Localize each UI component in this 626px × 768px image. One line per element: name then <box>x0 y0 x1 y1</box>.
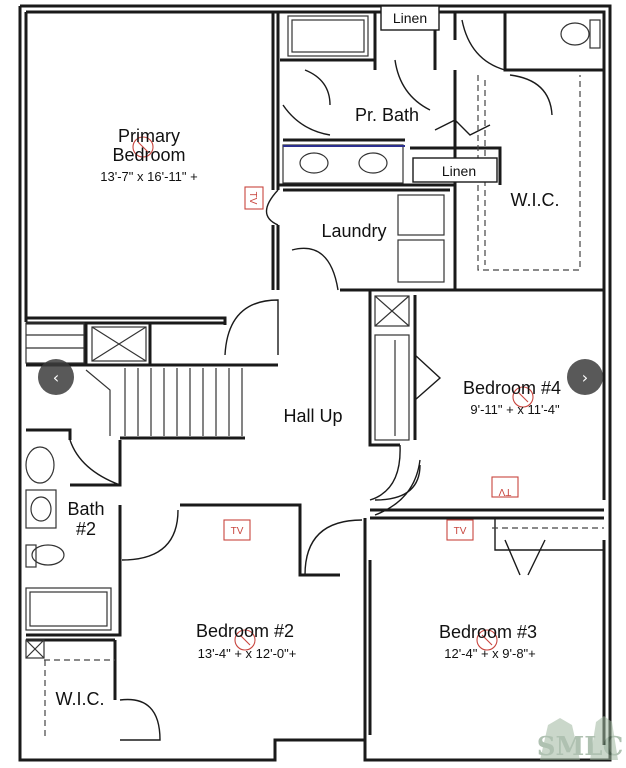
wic-right-label: W.I.C. <box>511 190 560 210</box>
bath2-label-line2: #2 <box>76 519 96 539</box>
tv-symbol-bedroom3: TV <box>446 519 474 541</box>
fan-symbol-bedroom2 <box>234 629 256 651</box>
watermark-text: SMLC <box>537 732 624 762</box>
chevron-right-icon: › <box>581 367 589 387</box>
chevron-left-icon: ‹ <box>52 367 60 387</box>
linen-top-label: Linen <box>393 10 427 26</box>
wic-left-label: W.I.C. <box>56 689 105 709</box>
exterior-walls <box>18 4 612 762</box>
fixtures <box>25 15 604 740</box>
room-labels: Primary Bedroom 13'-7" x 16'-11" + Pr. B… <box>56 5 561 709</box>
linen-mid-label: Linen <box>442 163 476 179</box>
doors <box>69 19 553 741</box>
hall-up-label: Hall Up <box>283 406 342 426</box>
bedroom3-label: Bedroom #3 <box>439 622 537 642</box>
tv-symbol-primary: TV <box>244 186 264 210</box>
previous-image-button[interactable]: ‹ <box>38 359 74 395</box>
svg-text:TV: TV <box>247 192 258 205</box>
bedroom2-dims: 13'-4" + x 12'-0"+ <box>198 646 297 661</box>
fan-symbol-bedroom3 <box>476 629 498 651</box>
fan-symbol-bedroom4 <box>512 386 534 408</box>
bedroom4-label: Bedroom #4 <box>463 378 561 398</box>
bath2-label-line1: Bath <box>67 499 104 519</box>
bedroom4-dims: 9'-11" + x 11'-4" <box>470 402 560 417</box>
laundry-label: Laundry <box>321 221 386 241</box>
stairs <box>25 322 243 436</box>
next-image-button[interactable]: › <box>567 359 603 395</box>
bedroom3-dims: 12'-4" + x 9'-8"+ <box>444 646 536 661</box>
fan-symbol-primary <box>132 136 154 158</box>
tv-symbol-bedroom4: TV <box>491 476 519 498</box>
svg-text:TV: TV <box>498 486 511 497</box>
bedroom2-label: Bedroom #2 <box>196 621 294 641</box>
svg-text:TV: TV <box>231 526 244 537</box>
annotation-symbols: TV TV TV TV <box>132 136 534 651</box>
watermark-logo: SMLC <box>537 716 624 762</box>
primary-bedroom-label-line1: Primary <box>118 126 180 146</box>
primary-bedroom-label-line2: Bedroom <box>112 145 185 165</box>
pr-bath-label: Pr. Bath <box>355 105 419 125</box>
primary-bedroom-dims: 13'-7" x 16'-11" + <box>100 169 197 184</box>
svg-text:TV: TV <box>454 526 467 537</box>
tv-symbol-bedroom2: TV <box>223 519 251 541</box>
